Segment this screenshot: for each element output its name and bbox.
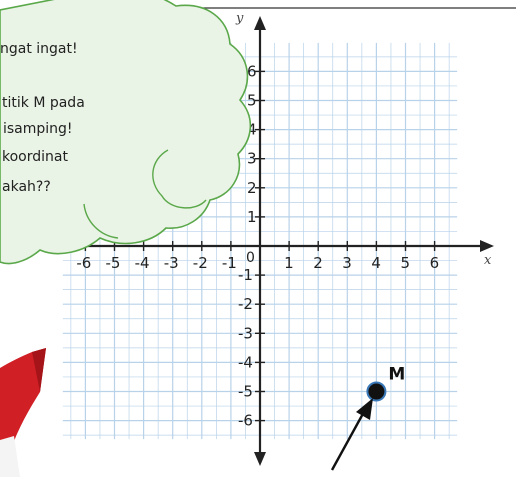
x-tick-label: 3 xyxy=(342,254,352,272)
x-tick-label: 5 xyxy=(401,254,411,272)
bubble-line-1: ngat ingat! xyxy=(0,41,78,57)
y-tick-label: 1 xyxy=(247,208,257,226)
bubble-line-5: akah?? xyxy=(2,179,51,195)
x-axis-arrow xyxy=(480,240,494,252)
y-tick-label: 4 xyxy=(247,121,257,139)
origin-label: 0 xyxy=(246,250,255,266)
bubble-line-4: koordinat xyxy=(2,149,68,165)
x-axis-letter: x xyxy=(484,253,492,268)
x-tick-label: 6 xyxy=(430,254,440,272)
y-axis xyxy=(254,16,266,466)
x-tick-label: -6 xyxy=(76,254,91,272)
y-tick-label: -6 xyxy=(238,412,253,430)
y-axis-arrow-up xyxy=(254,16,266,30)
y-tick-label: -1 xyxy=(238,266,253,284)
y-tick-label: 3 xyxy=(247,150,257,168)
y-tick-label: -4 xyxy=(238,353,253,371)
x-tick-label: 4 xyxy=(371,254,381,272)
x-tick-label: -2 xyxy=(193,254,208,272)
bubble-inner-curve xyxy=(83,203,119,239)
y-axis-letter: y xyxy=(235,11,244,26)
y-tick-label: -3 xyxy=(238,324,253,342)
bubble-line-2: titik M pada xyxy=(2,95,85,111)
x-tick-label: 2 xyxy=(313,254,323,272)
x-tick-label: -5 xyxy=(106,254,121,272)
y-tick-label: 6 xyxy=(247,62,257,80)
x-axis xyxy=(55,240,494,252)
red-character-edge xyxy=(0,348,46,477)
point-m-marker xyxy=(366,381,387,402)
y-tick-label: -2 xyxy=(238,295,253,313)
x-tick-label: -3 xyxy=(164,254,179,272)
point-m-label: M xyxy=(388,365,405,385)
y-tick-label: 5 xyxy=(247,92,257,110)
x-tick-label: 1 xyxy=(284,254,294,272)
y-tick-label: -5 xyxy=(238,383,253,401)
pointer-arrow xyxy=(330,398,373,471)
bubble-line-3: isamping! xyxy=(3,121,73,137)
thought-bubble xyxy=(0,0,252,265)
y-axis-arrow-down xyxy=(254,452,266,466)
y-tick-label: 2 xyxy=(247,179,257,197)
x-tick-label: -1 xyxy=(222,254,237,272)
x-tick-label: -4 xyxy=(135,254,150,272)
bubble-inner-curve xyxy=(152,149,207,209)
